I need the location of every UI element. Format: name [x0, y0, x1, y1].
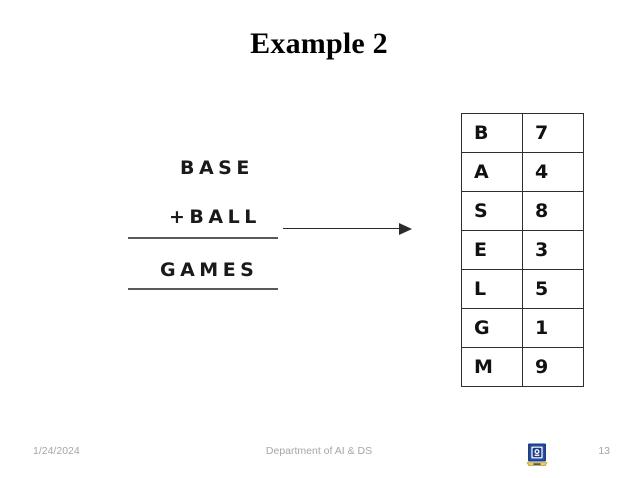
- cell-letter: E: [461, 230, 523, 270]
- footer-department-label: Department of AI & DS: [265, 445, 373, 457]
- cryptarithm-addend-second: +BALL: [169, 206, 261, 228]
- letter-digit-mapping-table: B 7 A 4 S 8 E 3 L 5 G 1: [461, 113, 584, 387]
- institution-crest-icon: [526, 443, 548, 466]
- cell-digit: 3: [522, 230, 584, 270]
- cell-letter: A: [461, 152, 523, 192]
- slide-footer: 1/24/2024 Department of AI & DS 13: [0, 440, 638, 470]
- right-arrow-icon: [283, 221, 415, 239]
- footer-page-number: 13: [598, 445, 610, 457]
- cryptarithm-sum: GAMES: [160, 259, 259, 281]
- cell-digit: 9: [522, 347, 584, 387]
- table-row: L 5: [461, 269, 584, 309]
- footer-date: 1/24/2024: [33, 445, 80, 457]
- cell-digit: 8: [522, 191, 584, 231]
- cell-letter: L: [461, 269, 523, 309]
- cell-letter: M: [461, 347, 523, 387]
- cell-letter: B: [461, 113, 523, 153]
- table-row: M 9: [461, 347, 584, 387]
- table-row: A 4: [461, 152, 584, 192]
- cell-letter: S: [461, 191, 523, 231]
- cryptarithm-rule-bottom: [128, 288, 278, 290]
- table-row: B 7: [461, 113, 584, 153]
- cell-digit: 7: [522, 113, 584, 153]
- arrow-shaft: [283, 228, 401, 229]
- cell-letter: G: [461, 308, 523, 348]
- table-row: E 3: [461, 230, 584, 270]
- table-row: G 1: [461, 308, 584, 348]
- cell-digit: 5: [522, 269, 584, 309]
- cryptarithm-addend-first: BASE: [180, 157, 254, 179]
- arrow-head: [399, 222, 412, 235]
- cryptarithm-puzzle: BASE +BALL GAMES: [120, 145, 300, 295]
- page-title: Example 2: [250, 27, 388, 60]
- table-row: S 8: [461, 191, 584, 231]
- cryptarithm-rule-top: [128, 237, 278, 239]
- cell-digit: 1: [522, 308, 584, 348]
- cell-digit: 4: [522, 152, 584, 192]
